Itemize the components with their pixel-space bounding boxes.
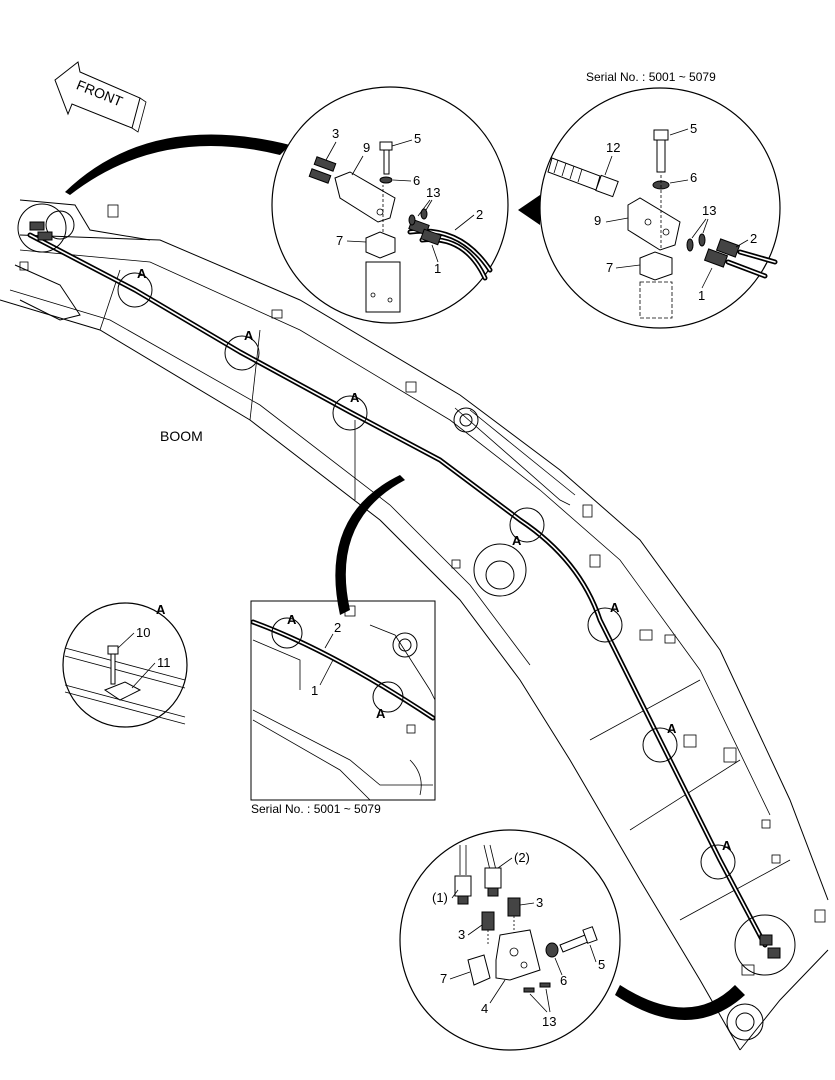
callout-9-top: 9 [363, 140, 370, 155]
callout-10: 10 [136, 625, 150, 640]
callout-1-inset: 1 [311, 683, 318, 698]
callout-7-bottom: 7 [440, 971, 447, 986]
callout-6-bottom: 6 [560, 973, 567, 988]
boom-hoses [27, 232, 768, 948]
callout-3-bottom-right: 3 [536, 895, 543, 910]
callout-5-bottom: 5 [598, 957, 605, 972]
detail-top-center: 3 9 5 6 13 2 7 1 [271, 86, 509, 324]
front-arrow: FRONT [54, 61, 147, 133]
mark-a-1: A [137, 266, 147, 281]
detail-top-right: Serial No. : 5001 ~ 5079 12 5 6 [539, 70, 781, 329]
detail-bottom: (2) (1) 3 3 5 7 6 4 13 [399, 829, 621, 1051]
detail-a: A 10 11 [62, 602, 188, 728]
callout-1-top: 1 [434, 261, 441, 276]
callout-12-right: 12 [606, 140, 620, 155]
boom-label: BOOM [160, 428, 203, 444]
inset-mark-a-1: A [287, 612, 297, 627]
mark-a-4: A [512, 533, 522, 548]
callout-p2: (2) [514, 850, 530, 865]
boom-structure [0, 199, 829, 1051]
callout-7-right: 7 [606, 260, 613, 275]
inset-box: A A 2 1 Serial No. : 5001 ~ 5079 [250, 600, 436, 816]
callout-13-bottom: 13 [542, 1014, 556, 1029]
callout-5-top: 5 [414, 131, 421, 146]
callout-2-right: 2 [750, 231, 757, 246]
callout-2-inset: 2 [334, 620, 341, 635]
front-end-fittings [29, 221, 781, 959]
serial-inset: Serial No. : 5001 ~ 5079 [251, 802, 381, 816]
callout-1-right: 1 [698, 288, 705, 303]
mark-a-7: A [722, 838, 732, 853]
mark-a-5: A [610, 600, 620, 615]
callout-13-right: 13 [702, 203, 716, 218]
mark-a-3: A [350, 390, 360, 405]
callout-p1: (1) [432, 890, 448, 905]
front-arrow-label: FRONT [74, 77, 125, 110]
callout-11: 11 [157, 655, 171, 670]
mark-a-2: A [244, 328, 254, 343]
clamp-markers: A A A A A A A [17, 203, 796, 976]
inset-mark-a-2: A [376, 706, 386, 721]
detail-a-title: A [156, 602, 166, 617]
callout-7-top: 7 [336, 233, 343, 248]
callout-6-top: 6 [413, 173, 420, 188]
callout-3-top: 3 [332, 126, 339, 141]
mark-a-6: A [667, 721, 677, 736]
callout-3-bottom-left: 3 [458, 927, 465, 942]
callout-9-right: 9 [594, 213, 601, 228]
serial-top: Serial No. : 5001 ~ 5079 [586, 70, 716, 84]
callout-13-top: 13 [426, 185, 440, 200]
callout-5-right: 5 [690, 121, 697, 136]
callout-6-right: 6 [690, 170, 697, 185]
callout-4-bottom: 4 [481, 1001, 488, 1016]
callout-2-top: 2 [476, 207, 483, 222]
